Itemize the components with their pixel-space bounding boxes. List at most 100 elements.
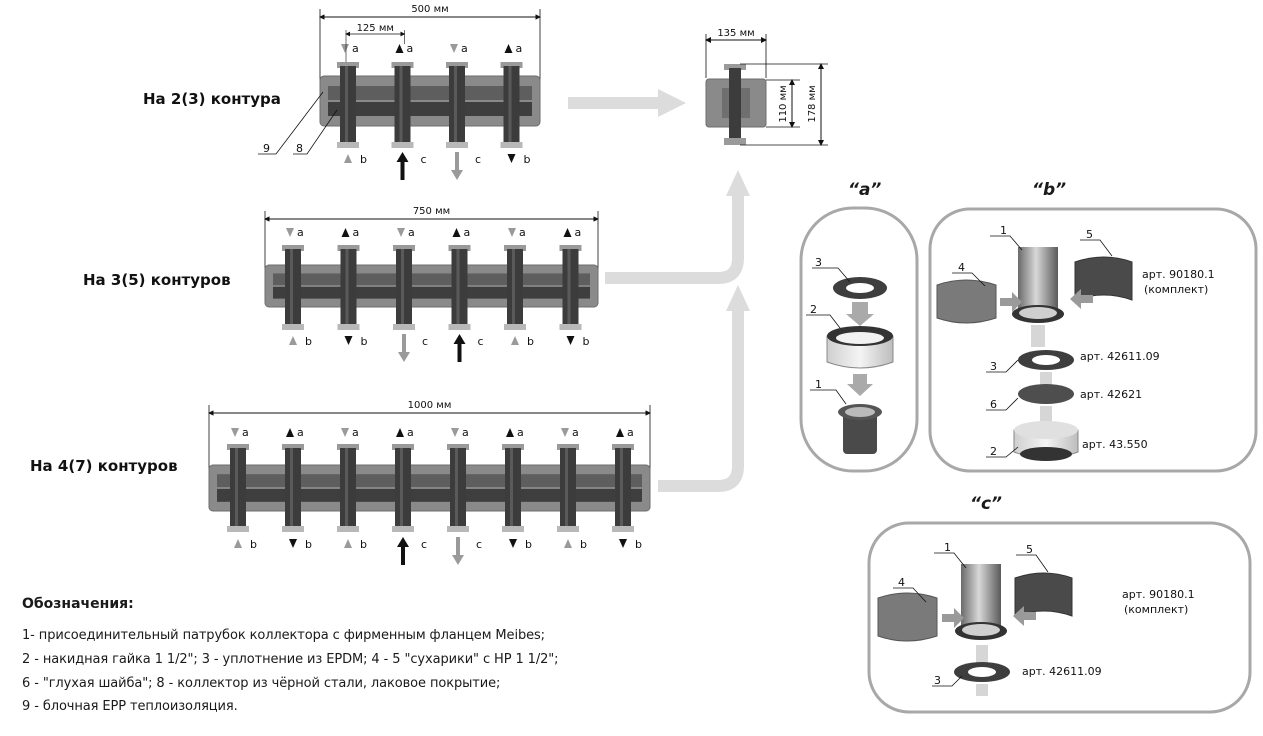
legend-title: Обозначения: bbox=[22, 596, 134, 612]
flow-arrow-top bbox=[561, 428, 569, 437]
header-bar-lower bbox=[217, 488, 642, 502]
port-label-bottom: b bbox=[360, 153, 367, 166]
connection-pipe-icon bbox=[961, 564, 1001, 629]
callout-9: 9 bbox=[263, 142, 270, 155]
branch-pipe: ac bbox=[392, 426, 427, 565]
flow-arrow-top bbox=[451, 428, 459, 437]
branch-pipe: ac bbox=[447, 426, 482, 565]
flow-arrow-bottom bbox=[511, 336, 519, 345]
branch-pipe: ac bbox=[393, 226, 428, 362]
detail-b-part-1: 1 bbox=[1000, 224, 1007, 237]
branch-pipe: ab bbox=[500, 42, 531, 166]
manifold-title-3-5: На 3(5) контуров bbox=[83, 271, 231, 289]
detail-a-part-1: 1 bbox=[815, 378, 822, 391]
port-label-top: a bbox=[408, 226, 415, 239]
flow-arrow-top bbox=[341, 428, 349, 437]
flow-arrow-top bbox=[450, 44, 458, 53]
flow-arrow-top bbox=[286, 228, 294, 237]
flow-arrow-bottom bbox=[564, 539, 572, 548]
pitch-label: 125 мм bbox=[357, 23, 394, 34]
branch-pipe: ab bbox=[282, 426, 312, 551]
half-coupling-5-icon bbox=[1074, 256, 1133, 301]
flow-arrow-bottom bbox=[619, 539, 627, 548]
detail-b-nut-article: арт. 43.550 bbox=[1082, 438, 1148, 451]
side-view: 135 мм 110 мм 178 мм bbox=[705, 28, 828, 146]
side-depth-label: 135 мм bbox=[717, 28, 754, 39]
header-bar-lower bbox=[273, 286, 590, 299]
port-label-top: a bbox=[575, 226, 582, 239]
legend-line: 1- присоединительный патрубок коллектора… bbox=[22, 628, 545, 643]
flow-arrow-top bbox=[341, 228, 350, 237]
port-label-top: a bbox=[516, 42, 523, 55]
detail-c-seal-article: арт. 42611.09 bbox=[1022, 665, 1102, 678]
manifold-title-4-7: На 4(7) контуров bbox=[30, 457, 178, 475]
port-label-bottom: b bbox=[525, 538, 532, 551]
port-label-bottom: c bbox=[422, 335, 428, 348]
port-label-bottom: b bbox=[524, 153, 531, 166]
port-label-bottom: b bbox=[580, 538, 587, 551]
detail-b-part-2: 2 bbox=[990, 445, 997, 458]
branch-pipe: ab bbox=[612, 426, 642, 551]
port-label-top: a bbox=[572, 426, 579, 439]
callout-8: 8 bbox=[296, 142, 303, 155]
port-label-bottom: b bbox=[305, 335, 312, 348]
port-label-bottom: b bbox=[250, 538, 257, 551]
flow-arrow-bottom bbox=[453, 334, 466, 362]
half-coupling-4-icon bbox=[936, 279, 997, 324]
detail-c-kit-note: (комплект) bbox=[1124, 603, 1189, 616]
side-body-height-label: 110 мм bbox=[778, 85, 789, 122]
connection-pipe-icon bbox=[1018, 247, 1058, 312]
flow-arrow-bottom bbox=[509, 539, 517, 548]
flow-arrow-top bbox=[396, 428, 404, 437]
port-label-bottom: c bbox=[475, 153, 481, 166]
detail-c-parts: 1 4 5 3 bbox=[877, 541, 1073, 696]
detail-c-part-4: 4 bbox=[898, 576, 905, 589]
branch-pipe: ab bbox=[337, 42, 367, 166]
port-label-bottom: b bbox=[361, 335, 368, 348]
port-label-top: a bbox=[519, 226, 526, 239]
port-label-top: a bbox=[464, 226, 471, 239]
detail-a-parts: 3 2 1 bbox=[806, 256, 894, 454]
insulation-block bbox=[208, 464, 651, 512]
flow-arrow-top bbox=[231, 428, 239, 437]
detail-a-title: “a” bbox=[848, 180, 882, 200]
flow-arrow-row1 bbox=[568, 89, 686, 117]
port-label-top: a bbox=[297, 226, 304, 239]
flow-arrow-bottom bbox=[452, 537, 464, 565]
detail-b-parts: 1 4 5 3 6 2 bbox=[936, 224, 1133, 461]
detail-b-part-5: 5 bbox=[1086, 228, 1093, 241]
port-label-top: a bbox=[242, 426, 249, 439]
port-label-top: a bbox=[462, 426, 469, 439]
connection-pipe-icon bbox=[843, 412, 877, 454]
port-label-top: a bbox=[407, 426, 414, 439]
flow-arrow-bottom bbox=[344, 154, 352, 163]
port-label-bottom: b bbox=[527, 335, 534, 348]
flow-arrow-bottom bbox=[344, 539, 352, 548]
legend-line: 9 - блочная EPP теплоизоляция. bbox=[22, 699, 238, 714]
detail-c-kit-article: арт. 90180.1 bbox=[1122, 588, 1195, 601]
port-label-top: a bbox=[627, 426, 634, 439]
detail-b-kit-note: (комплект) bbox=[1144, 283, 1209, 296]
flow-arrow-bottom bbox=[234, 539, 242, 548]
flow-arrow-top bbox=[504, 44, 513, 53]
port-label-top: a bbox=[353, 226, 360, 239]
port-label-bottom: b bbox=[305, 538, 312, 551]
port-label-bottom: b bbox=[360, 538, 367, 551]
port-label-bottom: c bbox=[478, 335, 484, 348]
side-total-height-label: 178 мм bbox=[807, 85, 818, 122]
port-label-top: a bbox=[352, 426, 359, 439]
detail-c-part-3: 3 bbox=[934, 674, 941, 687]
legend-line: 2 - накидная гайка 1 1/2"; 3 - уплотнени… bbox=[22, 652, 559, 667]
branch-pipe: ac bbox=[446, 42, 481, 180]
flow-arrow-bottom bbox=[398, 334, 410, 362]
port-label-top: a bbox=[352, 42, 359, 55]
port-label-bottom: c bbox=[476, 538, 482, 551]
port-label-bottom: c bbox=[421, 153, 427, 166]
port-label-bottom: c bbox=[421, 538, 427, 551]
flow-arrow-bottom bbox=[289, 336, 297, 345]
half-coupling-4-icon bbox=[877, 592, 938, 642]
flow-arrow-top bbox=[616, 428, 624, 437]
